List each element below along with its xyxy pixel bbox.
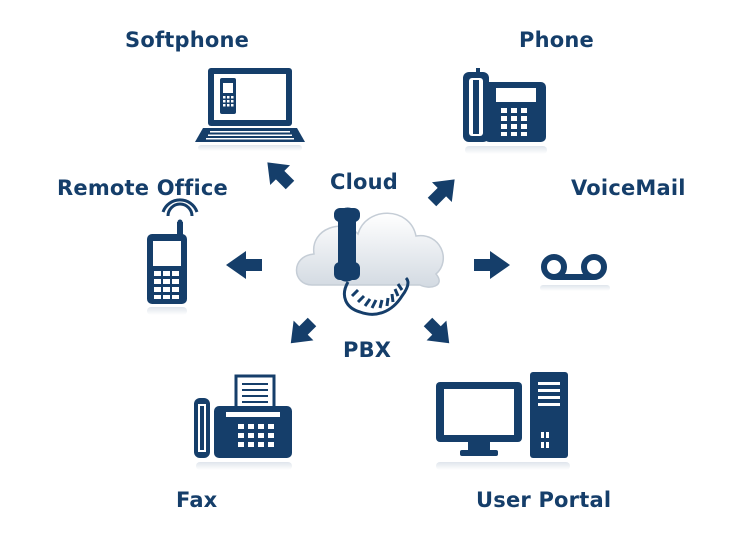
cloud-pbx-icon <box>295 207 445 316</box>
desk-phone-icon <box>463 68 547 154</box>
label-phone: Phone <box>519 28 594 52</box>
arrow-to-remote-office <box>226 251 262 279</box>
label-remote-office: Remote Office <box>57 176 228 200</box>
label-softphone: Softphone <box>125 28 250 52</box>
label-user-portal: User Portal <box>476 488 612 512</box>
label-fax: Fax <box>176 488 218 512</box>
arrow-to-voicemail <box>474 251 510 279</box>
label-voicemail: VoiceMail <box>571 176 686 200</box>
arrow-to-user-portal <box>423 317 450 344</box>
fax-icon <box>194 374 292 470</box>
arrow-to-softphone <box>267 162 295 190</box>
arrows <box>226 162 510 344</box>
arrow-to-phone <box>427 179 455 207</box>
laptop-icon <box>195 68 305 151</box>
label-pbx: PBX <box>343 338 392 362</box>
arrow-to-fax <box>290 317 317 344</box>
label-cloud: Cloud <box>330 170 399 194</box>
voicemail-icon <box>540 254 610 291</box>
mobile-phone-icon <box>147 198 199 315</box>
desktop-computer-icon <box>436 372 570 470</box>
